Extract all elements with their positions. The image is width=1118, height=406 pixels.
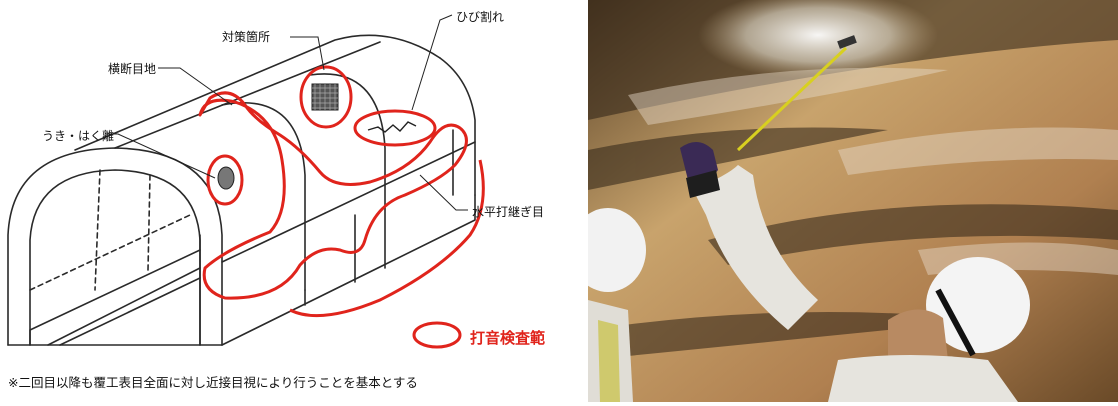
legend-ellipse: [412, 321, 462, 349]
front-arch-inner: [29, 169, 201, 346]
label-countermeasure: 対策箇所: [222, 30, 271, 44]
worker-left-vest: [598, 320, 620, 402]
helmet-left: [588, 208, 646, 292]
crown-line-front: [114, 41, 381, 149]
label-crack: ひび割れ: [456, 10, 505, 24]
spalling-highlight: [206, 154, 244, 206]
spalling-spot: [217, 166, 235, 190]
hammering-range-lower: [289, 159, 485, 318]
worker-arm: [693, 165, 818, 330]
front-arch-outer: [7, 147, 223, 346]
interior-dash-1: [29, 214, 191, 291]
transverse-joint-1: [221, 101, 306, 291]
leader-transverse: [158, 67, 233, 106]
transverse-joint-2: [309, 73, 386, 269]
legend-label: 打音検査範: [470, 329, 546, 347]
interior-dash-2: [94, 169, 101, 291]
leader-countermeasure: [290, 36, 325, 71]
side-base-line: [221, 194, 476, 346]
interior-floor-3: [59, 277, 201, 346]
label-spalling: うき・はく離: [42, 129, 115, 143]
tunnel-drawing: [7, 14, 485, 349]
leader-horizontal: [419, 174, 468, 211]
helmet-right: [926, 257, 1030, 353]
worker-right-body: [828, 355, 1018, 402]
interior-dash-3: [147, 174, 151, 271]
helmet-strap: [935, 288, 976, 357]
crack-highlight: [353, 109, 437, 147]
interior-floor: [29, 249, 201, 346]
interior-floor-2: [47, 267, 201, 346]
label-transverse-joint: 横断目地: [108, 62, 157, 76]
label-horizontal-joint: 水平打継ぎ目: [472, 205, 545, 219]
countermeasure-highlight: [299, 65, 353, 129]
leader-spalling: [105, 133, 216, 179]
light-spot: [698, 0, 938, 80]
inspection-photo-drawing: [588, 0, 1118, 402]
hammering-range-outline: [198, 91, 468, 300]
inspection-photo: [588, 0, 1118, 402]
crack-line: [367, 121, 417, 133]
footnote: ※二回目以降も覆工表目全面に対し近接目視により行うことを基本とする: [8, 375, 418, 390]
tunnel-diagram: 対策箇所 ひび割れ 横断目地 うき・はく離 水平打継ぎ目 打音検査範 ※二回目以…: [7, 10, 546, 390]
leader-crack: [411, 14, 453, 111]
far-arch: [439, 57, 476, 196]
worker-wrist: [686, 170, 720, 198]
crown-line-back: [74, 34, 441, 151]
side-mid-line: [221, 141, 476, 263]
inspection-hammer-head: [837, 35, 857, 49]
inspection-hammer-handle: [736, 46, 848, 152]
countermeasure-mesh: [311, 83, 339, 111]
